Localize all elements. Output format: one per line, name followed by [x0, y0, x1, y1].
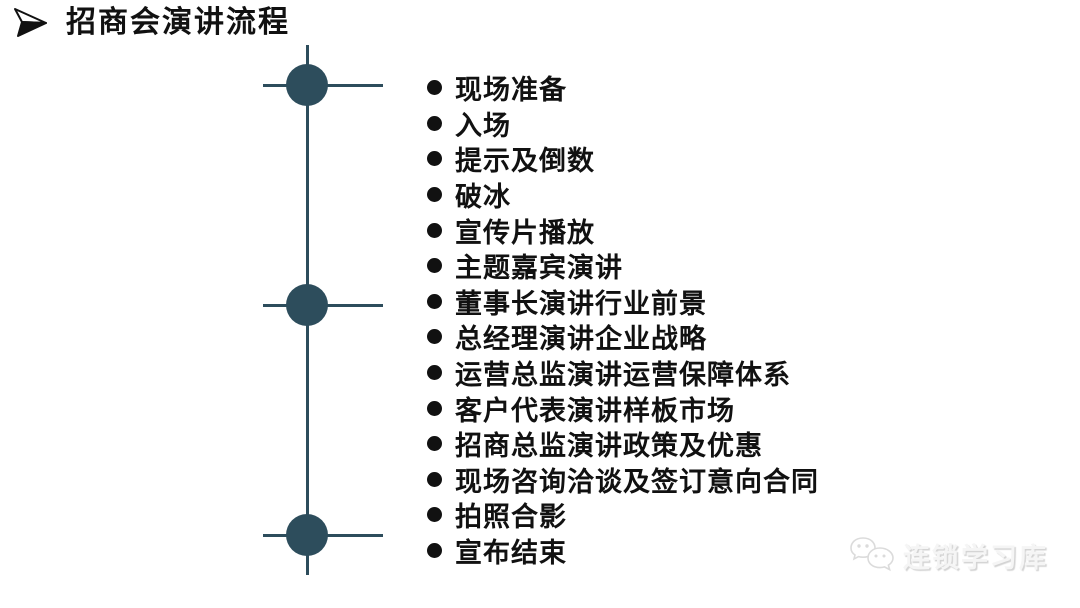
list-item: 拍照合影 — [427, 497, 819, 533]
bullet-dot-icon — [427, 400, 442, 416]
bullet-dot-icon — [427, 80, 442, 96]
arrowhead-bullet-icon — [14, 8, 47, 37]
bullet-dot-icon — [427, 543, 442, 559]
list-item: 宣布结束 — [427, 533, 819, 569]
watermark: 连锁学习库 — [849, 532, 1048, 578]
list-item: 提示及倒数 — [427, 141, 819, 177]
list-item-label: 入场 — [455, 110, 511, 142]
list-item-label: 拍照合影 — [455, 502, 567, 534]
watermark-label: 连锁学习库 — [903, 542, 1048, 574]
list-item-label: 宣布结束 — [455, 538, 567, 570]
list-item-label: 现场咨询洽谈及签订意向合同 — [455, 466, 819, 498]
list-item-label: 运营总监演讲运营保障体系 — [455, 360, 791, 392]
agenda-list: 现场准备 入场 提示及倒数 破冰 宣传片播放 主题嘉宾演讲 董事长演讲行业前景 — [427, 70, 819, 569]
list-item: 现场咨询洽谈及签订意向合同 — [427, 462, 819, 498]
bullet-dot-icon — [427, 187, 442, 203]
timeline — [0, 0, 420, 608]
list-item-label: 总经理演讲企业战略 — [455, 324, 707, 356]
bullet-dot-icon — [427, 293, 442, 309]
timeline-node-circle — [286, 64, 328, 106]
list-item-label: 提示及倒数 — [455, 146, 595, 178]
list-item-label: 董事长演讲行业前景 — [455, 288, 707, 320]
list-item-label: 破冰 — [455, 182, 511, 214]
list-item-label: 招商总监演讲政策及优惠 — [455, 431, 763, 463]
page-title: 招商会演讲流程 — [66, 5, 290, 40]
bullet-dot-icon — [427, 222, 442, 238]
list-item: 破冰 — [427, 177, 819, 213]
list-item: 总经理演讲企业战略 — [427, 319, 819, 355]
list-item: 宣传片播放 — [427, 212, 819, 249]
bullet-dot-icon — [427, 115, 442, 131]
timeline-node-circle — [286, 514, 328, 556]
bullet-dot-icon — [427, 258, 442, 274]
bullet-dot-icon — [427, 329, 442, 345]
bullet-dot-icon — [427, 151, 442, 167]
list-item: 董事长演讲行业前景 — [427, 284, 819, 320]
list-item: 客户代表演讲样板市场 — [427, 390, 819, 427]
title-row: 招商会演讲流程 — [12, 6, 290, 40]
timeline-node-circle — [286, 284, 328, 326]
bullet-dot-icon — [427, 471, 442, 487]
list-item: 现场准备 — [427, 70, 819, 106]
list-item-label: 宣传片播放 — [455, 217, 595, 249]
list-item-label: 客户代表演讲样板市场 — [455, 395, 735, 427]
bullet-dot-icon — [427, 365, 442, 381]
bullet-dot-icon — [427, 507, 442, 523]
list-item: 运营总监演讲运营保障体系 — [427, 355, 819, 391]
list-item: 主题嘉宾演讲 — [427, 248, 819, 284]
wechat-bubbles-icon — [850, 537, 894, 572]
bullet-dot-icon — [427, 436, 442, 452]
list-item: 招商总监演讲政策及优惠 — [427, 426, 819, 462]
list-item: 入场 — [427, 106, 819, 142]
list-item-label: 现场准备 — [455, 75, 567, 107]
list-item-label: 主题嘉宾演讲 — [455, 253, 623, 285]
